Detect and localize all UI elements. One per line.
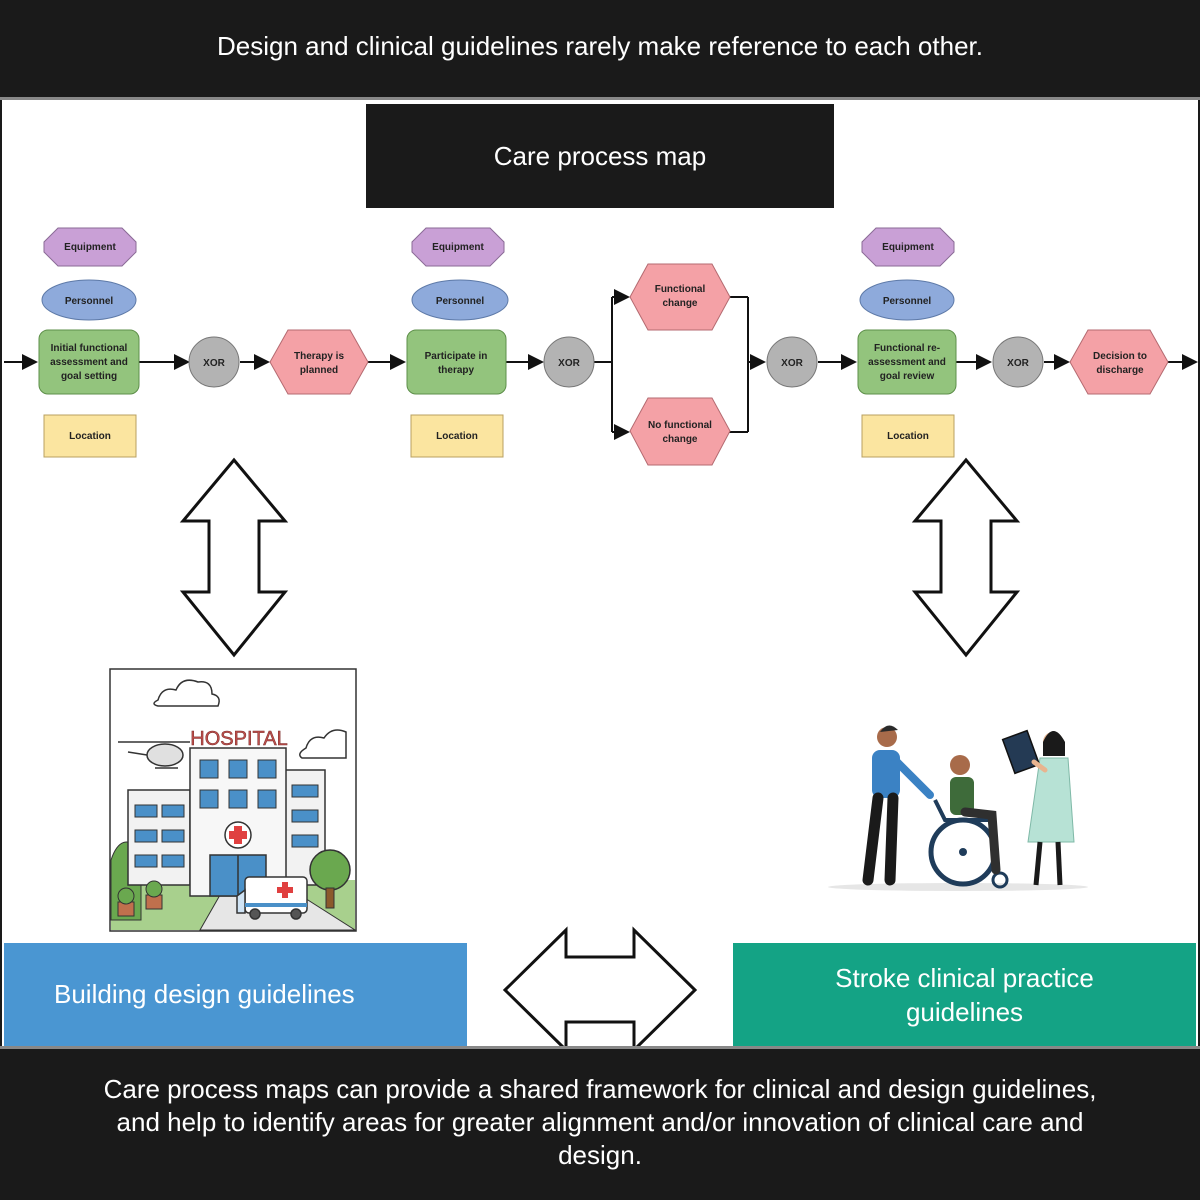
resource-group-3: Equipment Personnel Functional re- asses… [857, 227, 957, 458]
activity-participate-therapy [406, 329, 507, 395]
personnel-label-1: Personnel [65, 296, 114, 307]
cloud-icon [153, 679, 347, 759]
footer-line1: Care process maps can provide a shared f… [103, 1074, 1097, 1104]
double-arrow-left-vertical [179, 457, 289, 658]
equipment-octagon-3 [861, 227, 955, 267]
xor-gateway-3 [766, 336, 818, 388]
activity-reassessment-line2: assessment and [868, 357, 946, 368]
xray-tablet-icon [1001, 729, 1041, 775]
event-decision-line1: Decision to [1093, 351, 1147, 362]
personnel-ellipse-1 [41, 279, 137, 321]
tree-icon [309, 849, 351, 909]
header-banner: Design and clinical guidelines rarely ma… [0, 0, 1200, 100]
event-therapy-line2: planned [300, 365, 338, 376]
event-decision-discharge [1069, 329, 1169, 395]
event-no-functional-change-line1: No functional [648, 420, 712, 431]
equipment-octagon-1 [43, 227, 137, 267]
activity-initial-line2: assessment and [50, 357, 128, 368]
flow-connectors [4, 289, 1198, 440]
care-process-map-title: Care process map [366, 104, 834, 208]
activity-participate-line1: Participate in [425, 351, 488, 362]
xor-label-2: XOR [558, 358, 580, 369]
double-arrow-horizontal [502, 926, 698, 1054]
activity-initial-assessment [38, 329, 140, 395]
hospital-illustration: HOSPITAL [109, 668, 357, 932]
equipment-label-3: Equipment [882, 242, 934, 253]
location-box-3 [861, 414, 955, 458]
event-therapy-planned [269, 329, 369, 395]
activity-reassessment-line3: goal review [880, 371, 935, 382]
event-functional-change-line2: change [662, 298, 697, 309]
activity-initial-line1: Initial functional [51, 343, 128, 354]
xor-label-3: XOR [781, 358, 803, 369]
location-label-2: Location [436, 431, 478, 442]
clinicians-wheelchair-illustration [828, 725, 1088, 891]
activity-participate-line2: therapy [438, 365, 475, 376]
xor-gateway-1 [188, 336, 240, 388]
patient-head [950, 755, 970, 775]
personnel-ellipse-3 [859, 279, 955, 321]
ambulance-icon [236, 876, 308, 920]
xor-gateway-2 [543, 336, 595, 388]
personnel-label-3: Personnel [883, 296, 932, 307]
footer-line2: and help to identify areas for greater a… [116, 1107, 1084, 1137]
event-therapy-line1: Therapy is [294, 351, 344, 362]
equipment-label-1: Equipment [64, 242, 116, 253]
helicopter-icon [118, 741, 190, 769]
event-no-functional-change-line2: change [662, 434, 697, 445]
xor-label-1: XOR [203, 358, 225, 369]
resource-group-2: Equipment Personnel Participate in thera… [406, 227, 509, 458]
location-label-1: Location [69, 431, 111, 442]
double-arrow-right-vertical [911, 457, 1021, 658]
location-label-3: Location [887, 431, 929, 442]
event-no-functional-change [629, 397, 731, 466]
caregiver-head [877, 727, 897, 747]
event-functional-change-line1: Functional [655, 284, 706, 295]
resource-group-1: Equipment Personnel Initial functional a… [38, 227, 140, 458]
building-design-guidelines-label: Building design guidelines [54, 979, 355, 1009]
xor-label-4: XOR [1007, 358, 1029, 369]
location-box-1 [43, 414, 137, 458]
activity-functional-reassessment [857, 329, 957, 395]
activity-reassessment-line1: Functional re- [874, 343, 940, 354]
event-decision-line2: discharge [1096, 365, 1144, 376]
building-design-guidelines-box: Building design guidelines [4, 943, 467, 1046]
hospital-sign: HOSPITAL [190, 728, 287, 750]
personnel-label-2: Personnel [436, 296, 485, 307]
footer-line3: design. [558, 1140, 642, 1170]
xor-gateway-4 [992, 336, 1044, 388]
stroke-guidelines-line1: Stroke clinical practice [835, 962, 1094, 993]
equipment-octagon-2 [411, 227, 505, 267]
equipment-label-2: Equipment [432, 242, 484, 253]
event-functional-change [629, 263, 731, 331]
stroke-guidelines-line2: guidelines [905, 996, 1024, 1027]
footer-banner: Care process maps can provide a shared f… [0, 1046, 1200, 1200]
personnel-ellipse-2 [411, 279, 509, 321]
activity-initial-line3: goal setting [61, 371, 117, 382]
stroke-clinical-guidelines-box: Stroke clinical practice guidelines [733, 943, 1196, 1046]
location-box-2 [410, 414, 504, 458]
